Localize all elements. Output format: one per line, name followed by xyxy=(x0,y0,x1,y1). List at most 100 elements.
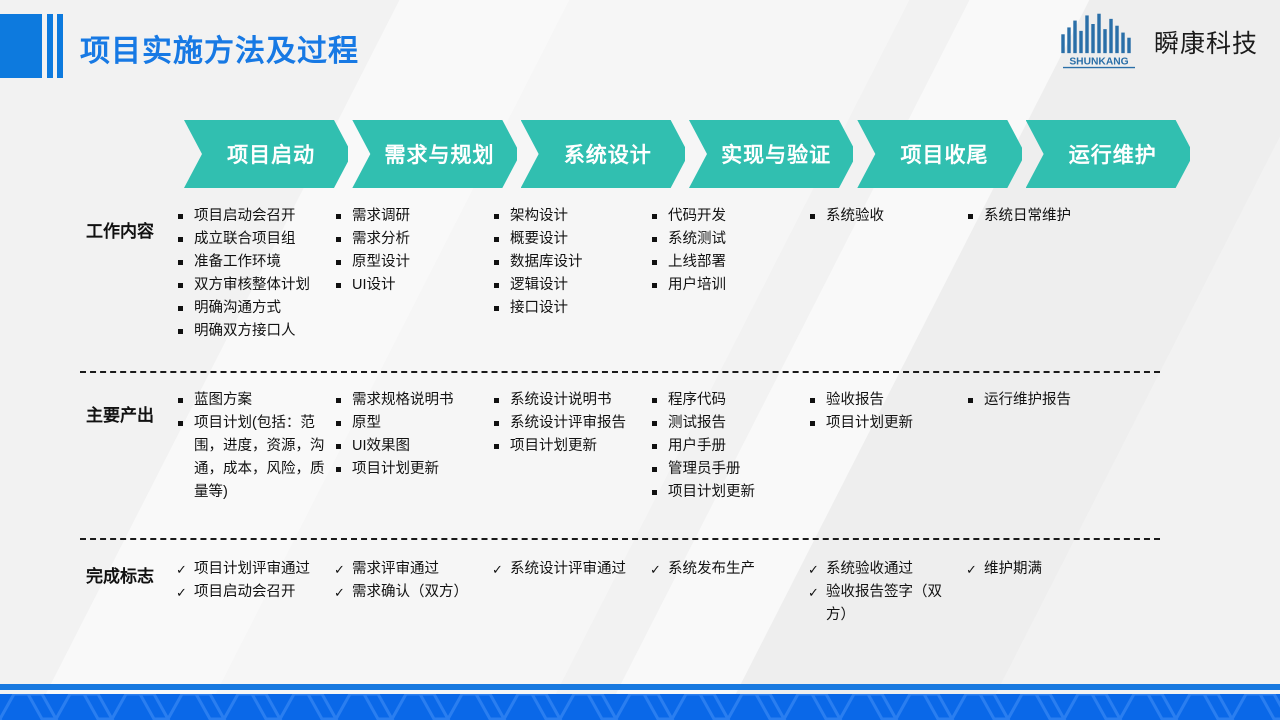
list-item: 验收报告签字（双方） xyxy=(808,581,960,627)
cell-work-4: 代码开发 系统测试 上线部署 用户培训 xyxy=(650,205,808,343)
check-list: 维护期满 xyxy=(966,558,1126,581)
row-divider-2 xyxy=(80,538,1160,540)
content-matrix: 工作内容 项目启动会召开 成立联合项目组 准备工作环境 双方审核整体计划 明确沟… xyxy=(0,205,1280,627)
row-columns: 项目启动会召开 成立联合项目组 准备工作环境 双方审核整体计划 明确沟通方式 明… xyxy=(176,205,1280,343)
list-item: 原型设计 xyxy=(334,251,486,274)
bullet-list: 系统验收 xyxy=(808,205,960,228)
cell-work-6: 系统日常维护 xyxy=(966,205,1132,343)
phase-label: 系统设计 xyxy=(563,144,652,167)
list-item: 系统设计说明书 xyxy=(492,389,644,412)
list-item: 系统设计评审通过 xyxy=(492,558,644,581)
phase-chevron-3[interactable]: 系统设计 xyxy=(520,120,685,188)
row-label: 工作内容 xyxy=(86,222,154,241)
list-item: 项目计划评审通过 xyxy=(176,558,328,581)
row-columns: 蓝图方案 项目计划(包括：范围，进度，资源，沟通，成本，风险，质量等) 需求规格… xyxy=(176,389,1280,504)
list-item: 项目计划(包括：范围，进度，资源，沟通，成本，风险，质量等) xyxy=(176,412,328,504)
shunkang-waveform-logo-icon: SHUNKANG xyxy=(1061,13,1135,69)
cell-done-5: 系统验收通过 验收报告签字（双方） xyxy=(808,558,966,627)
brand-logo: SHUNKANG 瞬康科技 xyxy=(1056,12,1258,72)
list-item: 维护期满 xyxy=(966,558,1126,581)
row-divider-1 xyxy=(80,371,1160,373)
phase-label: 实现与验证 xyxy=(721,144,832,167)
bullet-list: 项目启动会召开 成立联合项目组 准备工作环境 双方审核整体计划 明确沟通方式 明… xyxy=(176,205,328,343)
page-title: 项目实施方法及过程 xyxy=(80,35,359,68)
list-item: 项目计划更新 xyxy=(334,458,486,481)
bullet-list: 程序代码 测试报告 用户手册 管理员手册 项目计划更新 xyxy=(650,389,802,504)
phase-label: 需求与规划 xyxy=(384,144,495,167)
slide-footer xyxy=(0,684,1280,720)
list-item: 需求调研 xyxy=(334,205,486,228)
cell-out-5: 验收报告 项目计划更新 xyxy=(808,389,966,504)
phase-chevron-2[interactable]: 需求与规划 xyxy=(352,120,517,188)
cell-out-3: 系统设计说明书 系统设计评审报告 项目计划更新 xyxy=(492,389,650,504)
slide-header: 项目实施方法及过程 SHUNKANG xyxy=(0,0,1280,92)
phase-chevron-4[interactable]: 实现与验证 xyxy=(688,120,854,188)
list-item: 系统测试 xyxy=(650,228,802,251)
list-item: 项目计划更新 xyxy=(808,412,960,435)
cell-done-1: 项目计划评审通过 项目启动会召开 xyxy=(176,558,334,627)
list-item: 系统验收 xyxy=(808,205,960,228)
cell-done-4: 系统发布生产 xyxy=(650,558,808,627)
cell-out-1: 蓝图方案 项目计划(包括：范围，进度，资源，沟通，成本，风险，质量等) xyxy=(176,389,334,504)
list-item: 需求规格说明书 xyxy=(334,389,486,412)
cell-out-6: 运行维护报告 xyxy=(966,389,1132,504)
list-item: 项目计划更新 xyxy=(492,435,644,458)
phase-label: 项目收尾 xyxy=(900,144,989,167)
list-item: 数据库设计 xyxy=(492,251,644,274)
brand-name: 瞬康科技 xyxy=(1153,30,1258,58)
bullet-list: 验收报告 项目计划更新 xyxy=(808,389,960,435)
list-item: 明确沟通方式 xyxy=(176,297,328,320)
list-item: 接口设计 xyxy=(492,297,644,320)
cell-done-3: 系统设计评审通过 xyxy=(492,558,650,627)
bullet-list: 系统日常维护 xyxy=(966,205,1126,228)
footer-band xyxy=(0,694,1280,720)
check-list: 系统验收通过 验收报告签字（双方） xyxy=(808,558,960,627)
matrix-row-completion: 完成标志 项目计划评审通过 项目启动会召开 需求评审通过 需求确认（双方） 系统… xyxy=(0,558,1280,627)
cell-work-2: 需求调研 需求分析 原型设计 UI设计 xyxy=(334,205,492,343)
logo-wordmark: SHUNKANG xyxy=(1069,56,1128,67)
list-item: 准备工作环境 xyxy=(176,251,328,274)
row-label: 主要产出 xyxy=(86,406,154,425)
list-item: 系统发布生产 xyxy=(650,558,802,581)
cell-done-6: 维护期满 xyxy=(966,558,1132,627)
phase-label: 项目启动 xyxy=(227,144,316,167)
header-accent-block xyxy=(0,14,42,78)
list-item: 用户手册 xyxy=(650,435,802,458)
list-item: 代码开发 xyxy=(650,205,802,228)
check-list: 需求评审通过 需求确认（双方） xyxy=(334,558,486,604)
check-list: 项目计划评审通过 项目启动会召开 xyxy=(176,558,328,604)
cell-done-2: 需求评审通过 需求确认（双方） xyxy=(334,558,492,627)
bullet-list: 蓝图方案 项目计划(包括：范围，进度，资源，沟通，成本，风险，质量等) xyxy=(176,389,328,504)
bullet-list: 运行维护报告 xyxy=(966,389,1126,412)
phase-chevron-banner: 项目启动 需求与规划 系统设计 实现与验证 项目收尾 运行维护 xyxy=(184,120,1194,188)
bullet-list: 代码开发 系统测试 上线部署 用户培训 xyxy=(650,205,802,297)
list-item: 逻辑设计 xyxy=(492,274,644,297)
list-item: 程序代码 xyxy=(650,389,802,412)
bullet-list: 需求规格说明书 原型 UI效果图 项目计划更新 xyxy=(334,389,486,481)
footer-accent-line xyxy=(0,684,1280,690)
list-item: 架构设计 xyxy=(492,205,644,228)
list-item: 系统验收通过 xyxy=(808,558,960,581)
cell-work-3: 架构设计 概要设计 数据库设计 逻辑设计 接口设计 xyxy=(492,205,650,343)
list-item: 上线部署 xyxy=(650,251,802,274)
cell-out-2: 需求规格说明书 原型 UI效果图 项目计划更新 xyxy=(334,389,492,504)
phase-chevron-6[interactable]: 运行维护 xyxy=(1025,120,1190,188)
list-item: 成立联合项目组 xyxy=(176,228,328,251)
cell-work-1: 项目启动会召开 成立联合项目组 准备工作环境 双方审核整体计划 明确沟通方式 明… xyxy=(176,205,334,343)
list-item: 需求评审通过 xyxy=(334,558,486,581)
list-item: 验收报告 xyxy=(808,389,960,412)
list-item: 项目启动会召开 xyxy=(176,581,328,604)
list-item: 项目计划更新 xyxy=(650,481,802,504)
cell-work-5: 系统验收 xyxy=(808,205,966,343)
list-item: 明确双方接口人 xyxy=(176,320,328,343)
check-list: 系统发布生产 xyxy=(650,558,802,581)
list-item: UI效果图 xyxy=(334,435,486,458)
phase-chevron-1[interactable]: 项目启动 xyxy=(184,120,349,188)
phase-chevron-5[interactable]: 项目收尾 xyxy=(857,120,1022,188)
list-item: 蓝图方案 xyxy=(176,389,328,412)
bullet-list: 需求调研 需求分析 原型设计 UI设计 xyxy=(334,205,486,297)
list-item: 管理员手册 xyxy=(650,458,802,481)
header-accent-bar-1 xyxy=(47,14,53,78)
row-label: 完成标志 xyxy=(86,567,154,586)
list-item: UI设计 xyxy=(334,274,486,297)
